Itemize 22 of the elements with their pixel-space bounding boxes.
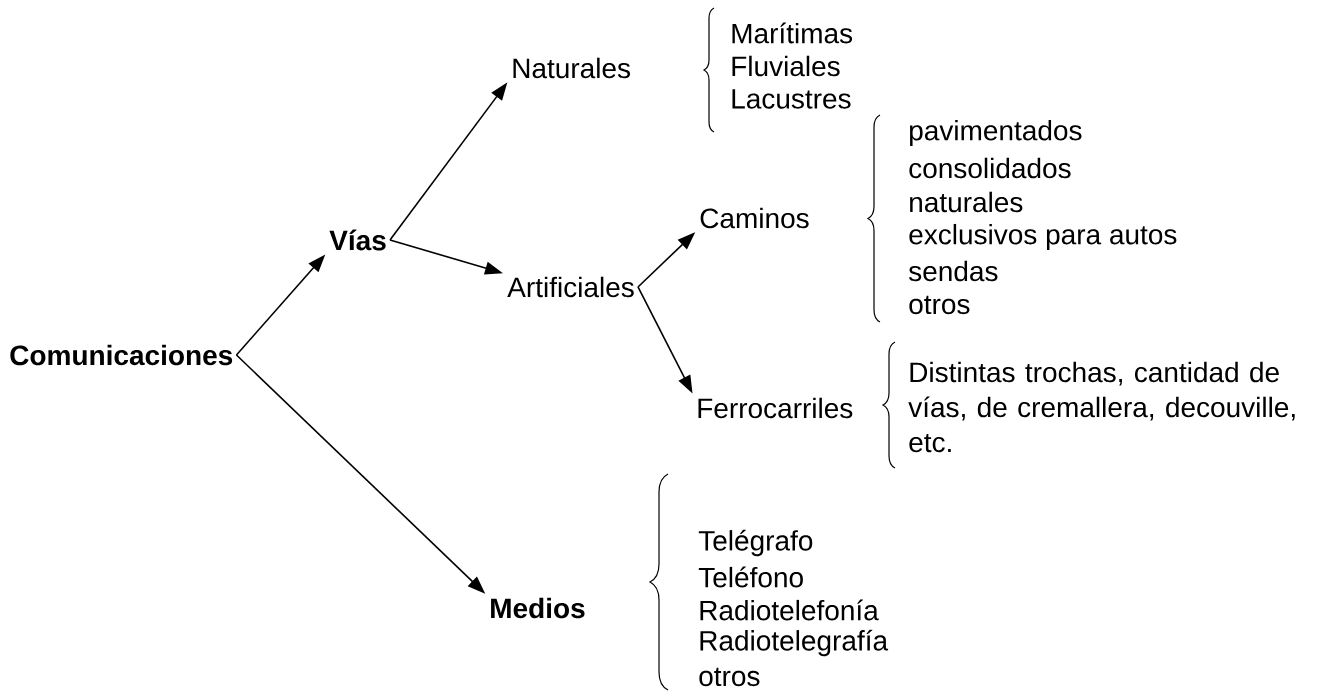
list-item: Marítimas <box>732 22 853 44</box>
node-label: Medios <box>491 597 585 619</box>
list-item: consolidados <box>909 157 1071 179</box>
list-item: Fluviales <box>732 55 840 77</box>
list-item: exclusivos para autos <box>909 223 1177 251</box>
list-item: Telégrafo <box>698 529 813 557</box>
list-item: Radiotelegrafía <box>700 629 889 657</box>
list-item: Teléfono <box>698 566 803 588</box>
node-label: Ferrocarriles <box>698 397 853 419</box>
list-item: sendas <box>909 260 998 282</box>
list-item: Radiotelefonía <box>700 599 879 621</box>
list-item: otros <box>699 667 760 687</box>
node-label: Artificiales <box>507 276 634 298</box>
node-label: Caminos <box>700 207 809 229</box>
node-label: Comunicaciones <box>10 344 233 366</box>
list-item: otros <box>909 295 970 315</box>
node-label: Vías <box>329 229 386 251</box>
node-label: Naturales <box>513 57 630 79</box>
list-item: Distintas trochas, cantidad de vías, de cremallera, decouville, etc. <box>908 361 1295 453</box>
list-item: Lacustres <box>732 89 851 109</box>
list-item: pavimentados <box>910 119 1082 147</box>
list-item: naturales <box>910 191 1023 213</box>
